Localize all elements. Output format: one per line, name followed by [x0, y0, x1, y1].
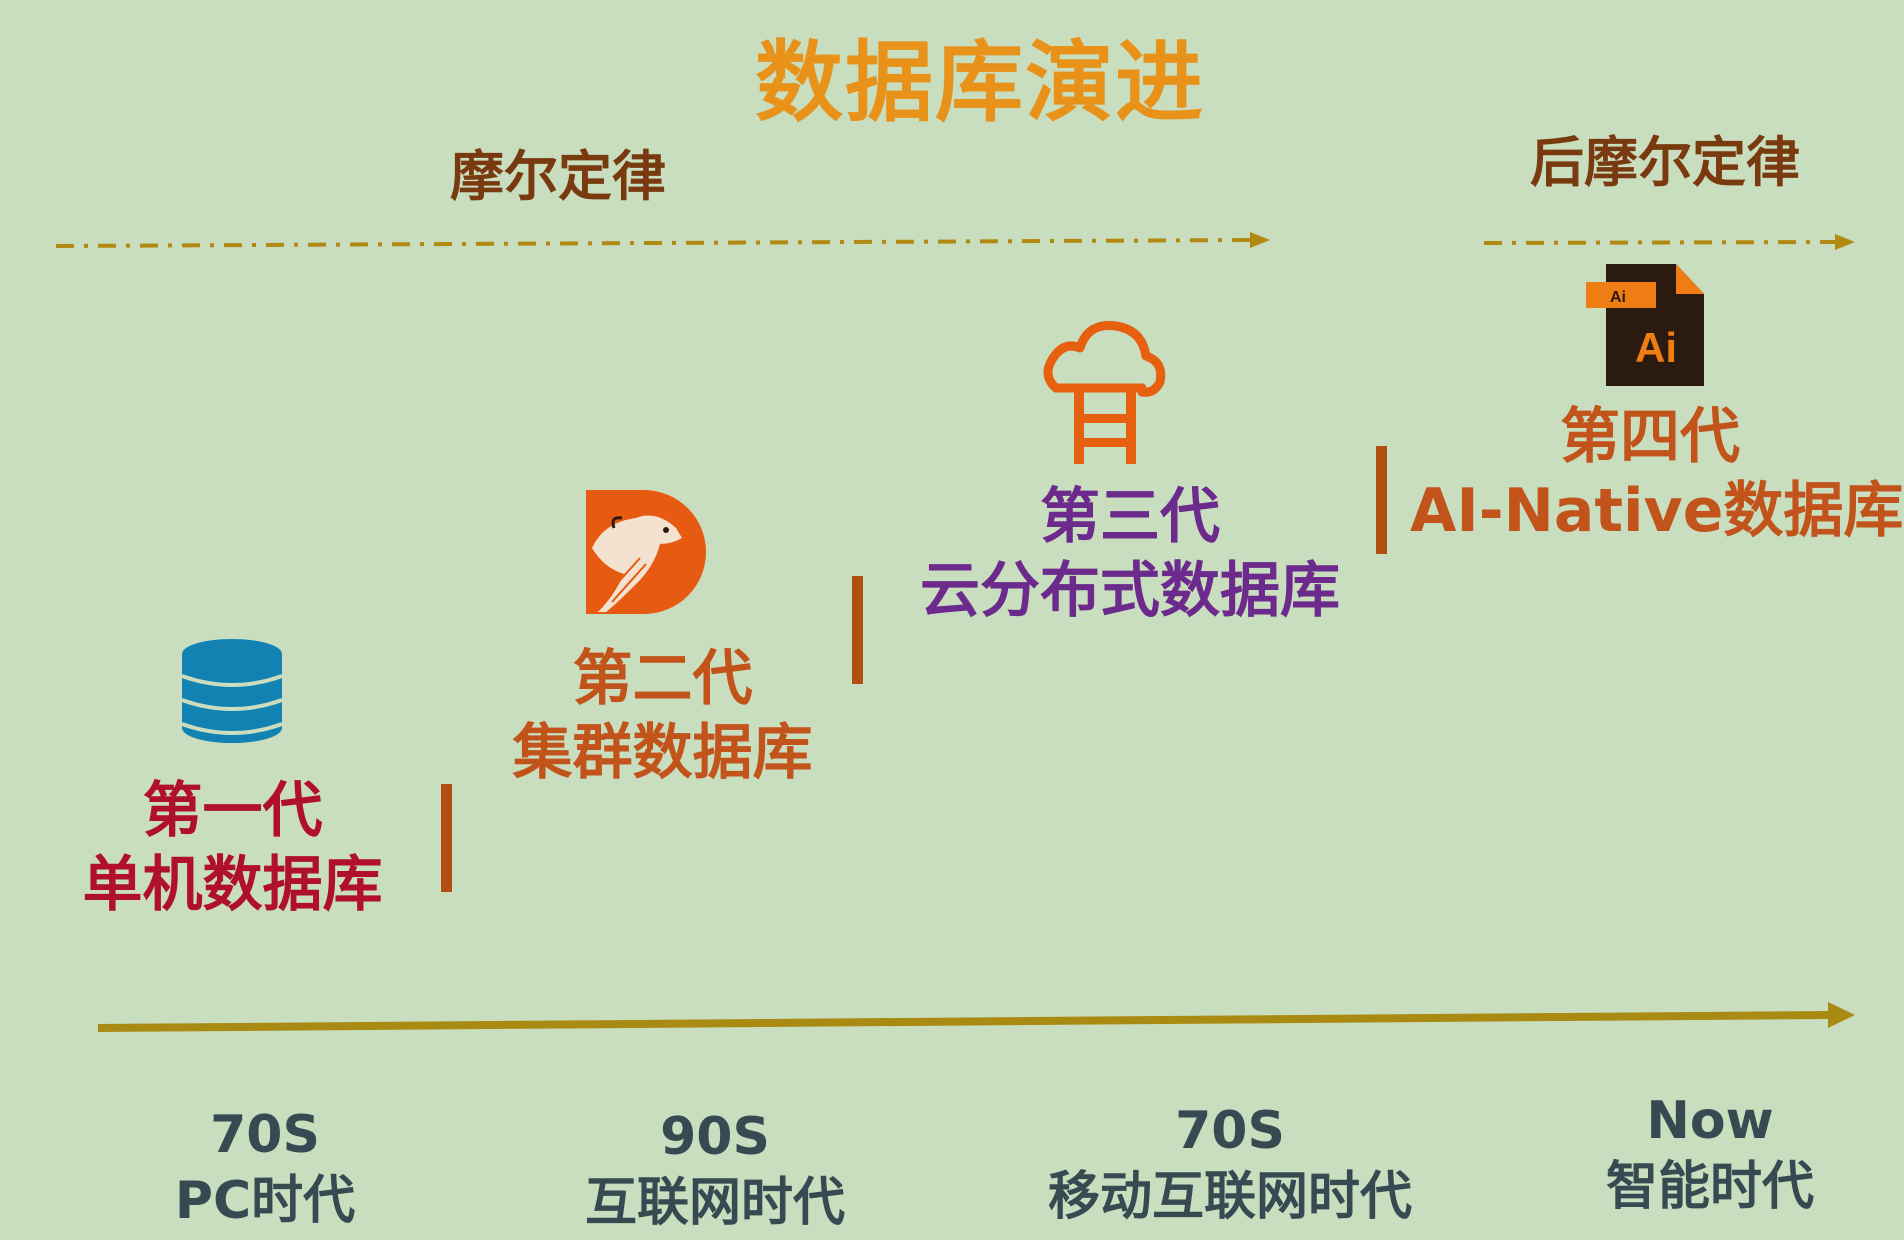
timeline-era-4: 智能时代: [1605, 1157, 1814, 1217]
timeline-period-1: 70S: [210, 1105, 320, 1165]
generation-3: 第三代 云分布式数据库: [890, 480, 1370, 628]
timeline-era-1: PC时代: [174, 1171, 356, 1231]
bear-logo-icon: [586, 490, 706, 614]
generation-3-desc: 云分布式数据库: [920, 556, 1340, 626]
cloud-server-icon: [1043, 320, 1166, 464]
moore-dashed-arrow: [55, 238, 1251, 248]
post-moore-dashed-arrow: [1483, 240, 1836, 245]
generation-2: 第二代 集群数据库: [460, 642, 865, 790]
generation-1-desc: 单机数据库: [82, 850, 383, 920]
era-label-post-moore: 后摩尔定律: [1530, 131, 1800, 194]
generation-1: 第一代 单机数据库: [30, 774, 435, 922]
page-title: 数据库演进: [754, 31, 1205, 134]
database-icon: [181, 639, 283, 743]
timeline-period-4: Now: [1646, 1091, 1774, 1151]
timeline-item-2: 90S 互联网时代: [560, 1104, 870, 1236]
svg-text:Ai: Ai: [1635, 324, 1677, 371]
generation-1-name: 第一代: [142, 776, 323, 846]
timeline-period-3: 70S: [1175, 1101, 1285, 1161]
timeline-arrow-head: [1828, 1002, 1855, 1028]
era-label-moore: 摩尔定律: [450, 145, 666, 208]
generation-4: 第四代 AI-Native数据库: [1410, 400, 1904, 548]
timeline-item-3: 70S 移动互联网时代: [1020, 1098, 1440, 1230]
generation-2-desc: 集群数据库: [512, 718, 813, 788]
timeline-arrow: [97, 1011, 1831, 1032]
timeline-era-3: 移动互联网时代: [1047, 1167, 1412, 1227]
post-moore-arrow-head: [1835, 234, 1855, 250]
generation-3-name: 第三代: [1040, 482, 1220, 552]
timeline-item-1: 70S PC时代: [130, 1102, 400, 1234]
moore-arrow-head: [1250, 232, 1270, 248]
divider-1: [441, 784, 452, 892]
generation-2-name: 第二代: [572, 644, 753, 714]
divider-2: [852, 576, 863, 684]
generation-4-name: 第四代: [1560, 402, 1740, 472]
generation-4-desc: AI-Native数据库: [1410, 476, 1904, 546]
timeline-era-2: 互联网时代: [584, 1173, 845, 1233]
ai-file-icon: Ai Ai: [1586, 264, 1704, 386]
timeline-period-2: 90S: [660, 1107, 770, 1167]
timeline-item-4: Now 智能时代: [1570, 1088, 1850, 1220]
divider-3: [1376, 446, 1387, 554]
svg-text:Ai: Ai: [1610, 289, 1626, 306]
